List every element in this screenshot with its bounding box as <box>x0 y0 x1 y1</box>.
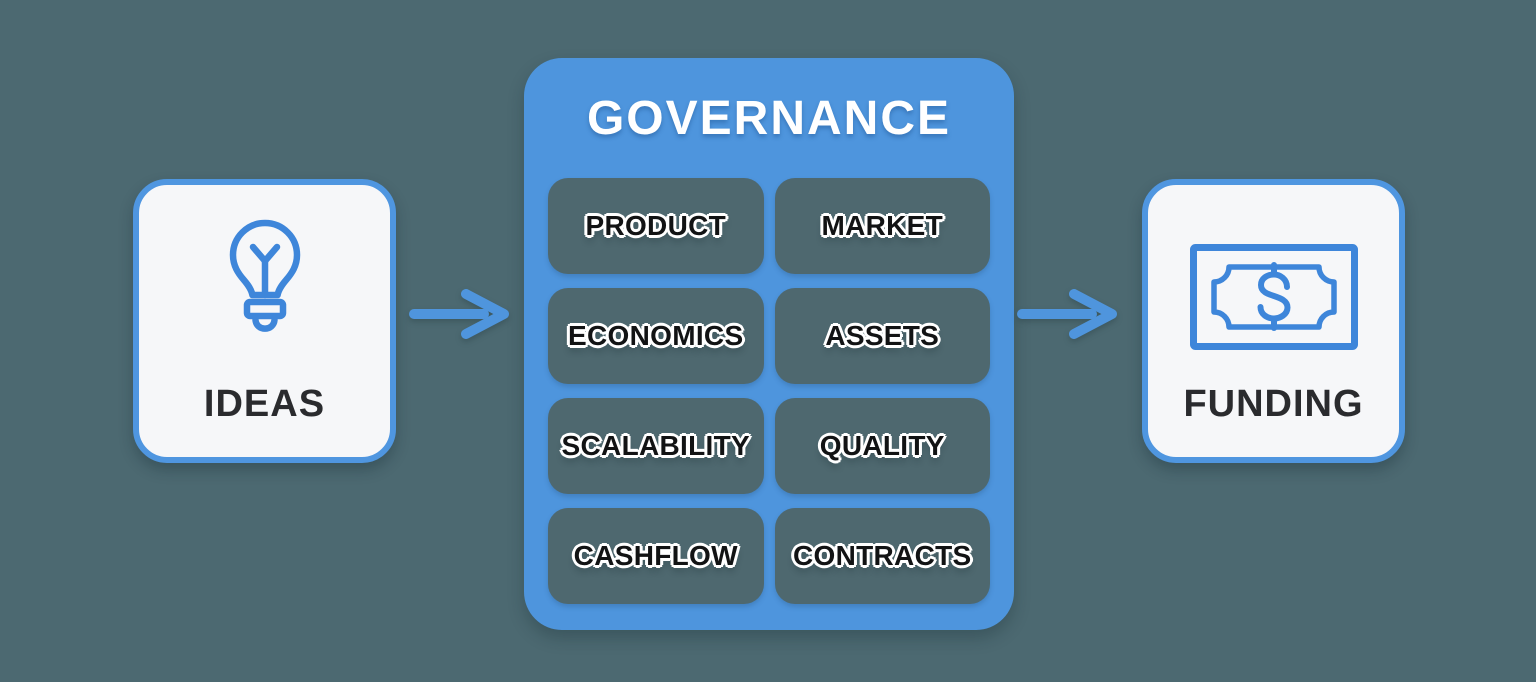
governance-tile: SCALABILITY <box>548 398 764 494</box>
governance-panel: GOVERNANCE PRODUCT MARKET ECONOMICS ASSE… <box>524 58 1014 630</box>
governance-tile: ASSETS <box>774 288 990 384</box>
governance-tile-label: SCALABILITY <box>561 430 750 461</box>
governance-tile-label: MARKET <box>821 210 944 241</box>
governance-tile-label: QUALITY <box>819 430 945 461</box>
governance-tile: CONTRACTS <box>774 508 990 604</box>
governance-tile-label: ECONOMICS <box>568 320 744 351</box>
governance-grid: PRODUCT MARKET ECONOMICS ASSETS SCALABIL… <box>548 178 990 604</box>
governance-tile: QUALITY <box>774 398 990 494</box>
governance-tile: CASHFLOW <box>548 508 764 604</box>
funding-label: FUNDING <box>1183 383 1364 425</box>
funding-box: FUNDING <box>1142 179 1405 463</box>
arrow-right-icon <box>1016 288 1122 340</box>
arrow-right-icon <box>408 288 514 340</box>
governance-tile-label: CASHFLOW <box>573 540 738 571</box>
governance-tile-label: ASSETS <box>825 320 940 351</box>
governance-tile: ECONOMICS <box>548 288 764 384</box>
governance-tile-label: CONTRACTS <box>793 540 972 571</box>
governance-tile: PRODUCT <box>548 178 764 274</box>
dollar-bill-icon <box>1189 243 1359 351</box>
governance-tile: MARKET <box>774 178 990 274</box>
governance-title: GOVERNANCE <box>586 91 952 145</box>
lightbulb-icon <box>213 217 317 367</box>
ideas-box: IDEAS <box>133 179 396 463</box>
governance-tile-label: PRODUCT <box>585 210 727 241</box>
ideas-label: IDEAS <box>203 383 326 425</box>
